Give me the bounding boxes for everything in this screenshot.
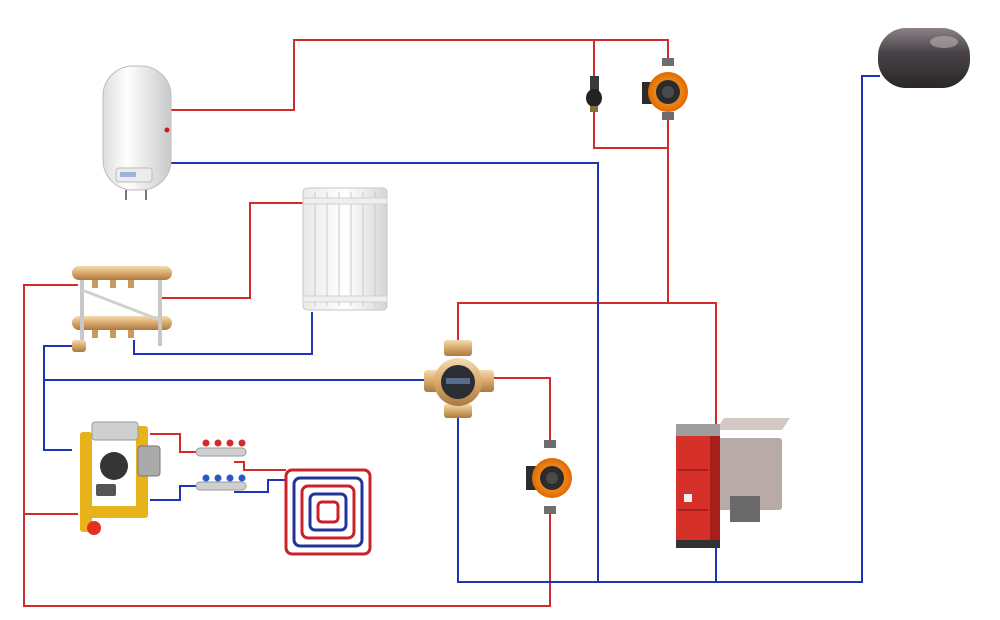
- pump-dhw: [642, 58, 688, 120]
- return-pipes: [43, 75, 880, 583]
- air-vent-icon: [586, 76, 602, 112]
- floor-loop: [284, 468, 372, 556]
- manifold-icon: [72, 266, 172, 352]
- boiler-tank-icon: [102, 65, 172, 200]
- pump-boiler: [526, 440, 572, 514]
- water-heater: [102, 65, 172, 200]
- underfloor-mixing-group: [80, 421, 161, 535]
- supply-pipes: [23, 39, 717, 607]
- circulation-pump-icon: [642, 58, 688, 120]
- expansion-tank-icon: [878, 28, 970, 88]
- manifold-underfloor: [195, 439, 247, 491]
- mixing-valve: [424, 340, 494, 418]
- radiator: [302, 187, 388, 311]
- solid-fuel-boiler: [676, 418, 790, 548]
- manifold-radiators: [72, 266, 172, 352]
- air-vent: [586, 76, 602, 112]
- circulation-pump-icon: [526, 440, 572, 514]
- underfloor-heating-loop-icon: [284, 468, 372, 556]
- manifold-icon: [195, 439, 247, 491]
- radiator-icon: [302, 187, 388, 311]
- mixing-group-icon: [80, 421, 161, 535]
- pellet-boiler-icon: [676, 418, 790, 548]
- four-way-mixing-valve-icon: [424, 340, 494, 418]
- expansion-tank: [878, 28, 970, 88]
